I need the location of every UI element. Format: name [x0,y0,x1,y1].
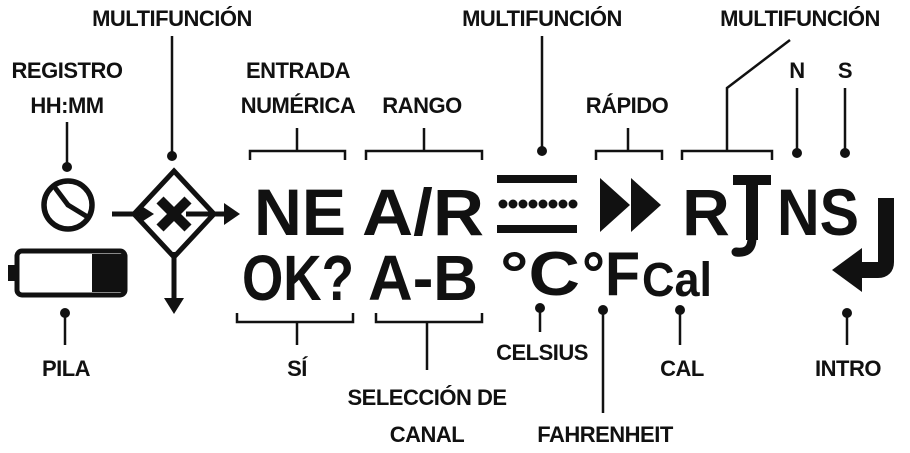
cal-label: CAL [660,356,704,381]
registro-label: REGISTRO [12,58,123,83]
t-hook-segment [731,175,771,257]
ar-segment: A/R [362,175,484,249]
si-label: SÍ [287,356,308,381]
intro-label: INTRO [815,356,881,381]
multifuncion-label-2: MULTIFUNCIÓN [462,6,622,31]
rapido-label: RÁPIDO [586,93,669,118]
ns-segment: NS [777,175,859,249]
s-label: S [838,58,852,83]
n-label: N [789,58,804,83]
entrada-label: ENTRADA [246,58,351,83]
enter-icon [832,198,894,292]
pila-label: PILA [42,356,91,381]
seleccion-label: SELECCIÓN DE [347,385,506,410]
canal-label: CANAL [390,422,465,447]
ne-segment: NE [254,175,346,249]
clock-icon [41,178,95,232]
fahrenheit-segment: °F [582,240,640,309]
multifunction-bars-icon [497,175,578,233]
numerica-label: NUMÉRICA [241,93,356,118]
leader-lines-top [62,36,850,172]
celsius-segment: °C [500,240,580,309]
fahrenheit-label: FAHRENHEIT [537,422,674,447]
multifuncion-label-3: MULTIFUNCIÓN [720,6,880,31]
ab-segment: A-B [368,242,478,314]
multifunction-diamond-icon [112,167,240,314]
celsius-label: CELSIUS [496,340,588,365]
cal-segment: Cal [642,254,712,307]
multifuncion-label-1: MULTIFUNCIÓN [92,6,252,31]
hhmm-label: HH:MM [30,93,103,118]
ok-segment: OK? [242,242,354,314]
fast-forward-icon [600,178,661,232]
rango-label: RANGO [382,93,462,118]
r-segment: R [682,175,730,249]
leader-lines-bottom [60,303,852,413]
battery-icon [8,248,128,298]
